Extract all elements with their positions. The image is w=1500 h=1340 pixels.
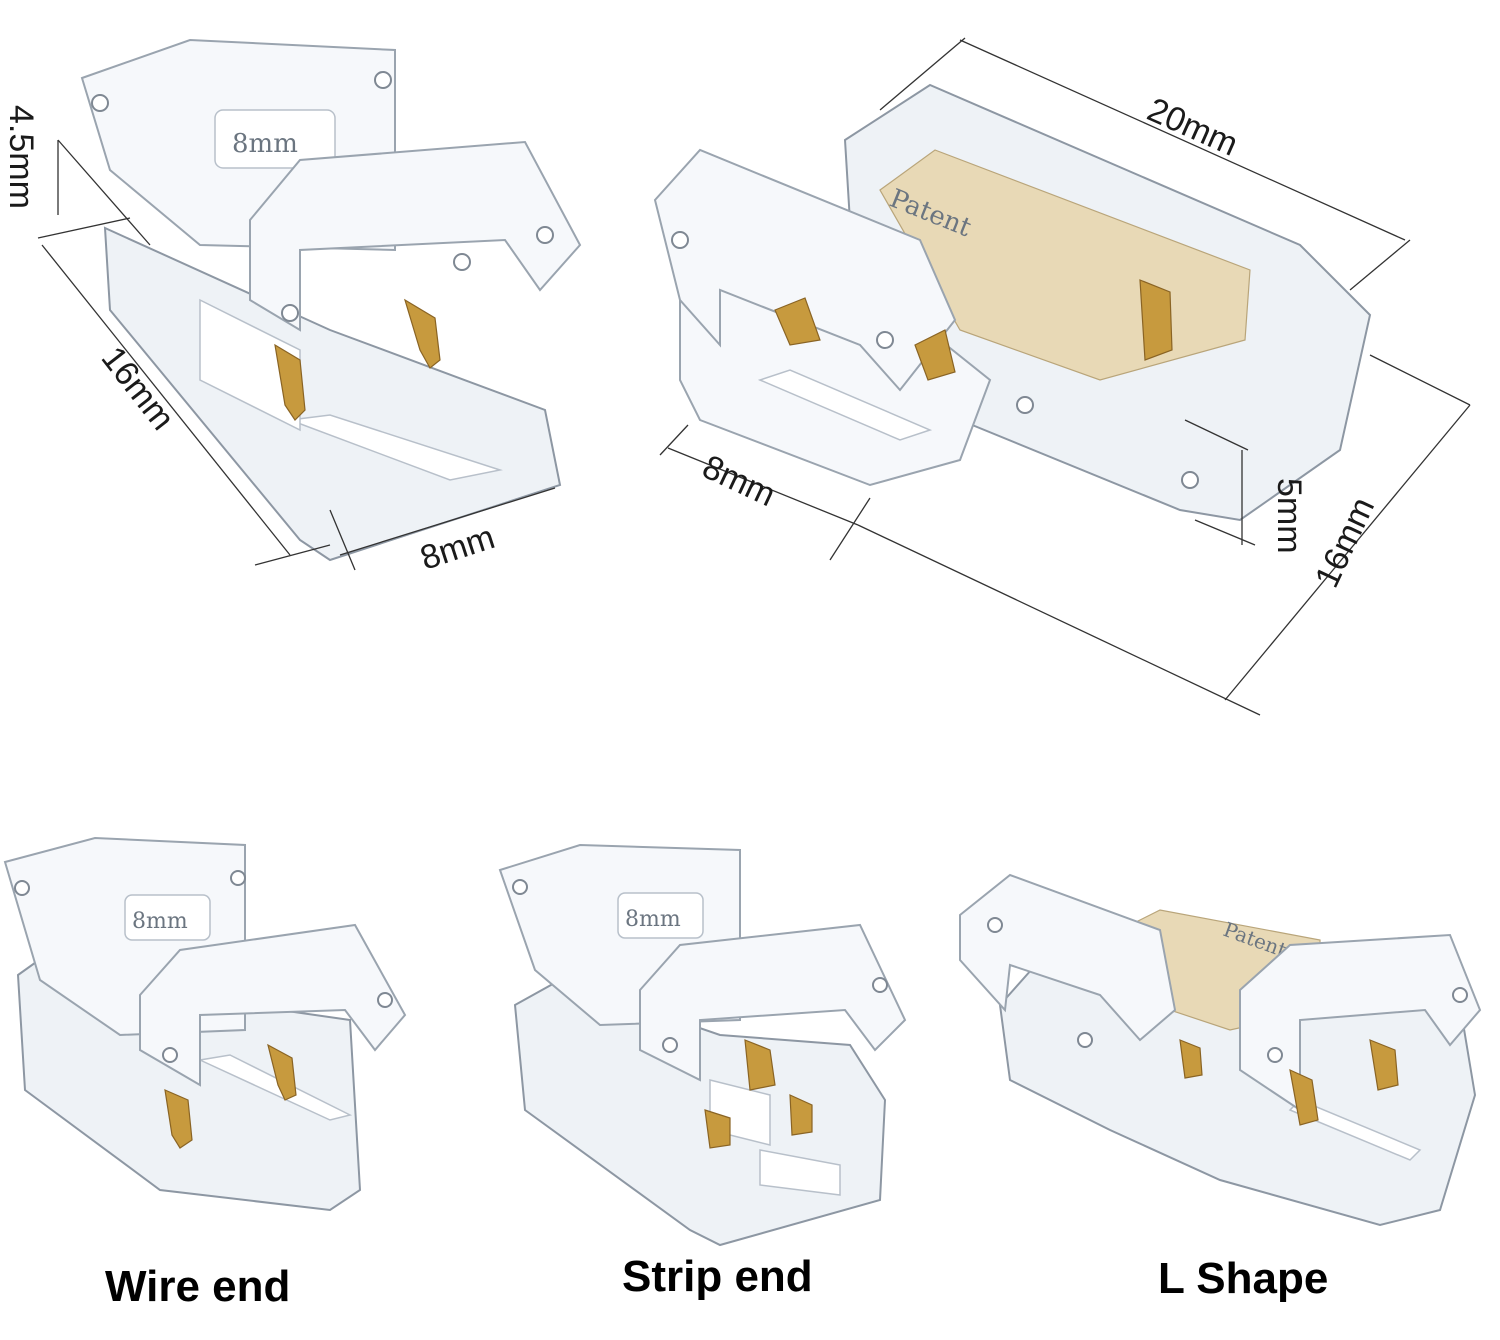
- dimension-width-top-right: 8mm: [697, 448, 782, 514]
- connector-wire-end: 8mm: [3, 836, 407, 1212]
- dimension-lines-top-left: [37, 139, 556, 571]
- dimension-depth-top-right: 5mm: [1270, 478, 1308, 554]
- label-strip-end: Strip end: [622, 1252, 813, 1301]
- connector-top-right: Patent: [653, 83, 1372, 522]
- label-wire-end: Wire end: [105, 1262, 291, 1311]
- size-mark: 8mm: [232, 129, 298, 159]
- dimension-length-top-right: 20mm: [1142, 91, 1244, 164]
- strip-end-size-mark: 8mm: [625, 907, 681, 932]
- dimension-height-top-right: 16mm: [1308, 492, 1382, 594]
- label-l-shape: L Shape: [1158, 1254, 1329, 1303]
- connector-strip-end: 8mm: [498, 843, 907, 1247]
- connector-l-shape: Patent: [959, 873, 1482, 1227]
- wire-end-size-mark: 8mm: [132, 909, 188, 934]
- connector-top-left: 8mm: [80, 38, 582, 562]
- dimension-height-top-left: 4.5mm: [2, 105, 40, 209]
- dimension-lines-top-right: [659, 37, 1471, 716]
